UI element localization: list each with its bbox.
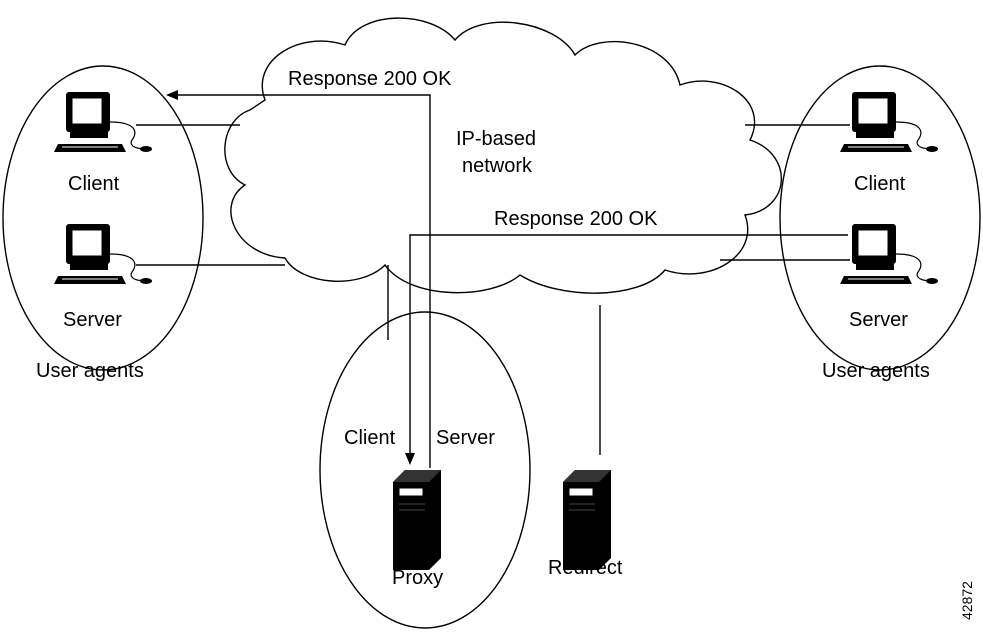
right-server-label: Server [849,309,908,331]
network-label-line1: IP-based [456,128,536,150]
right-response-label: Response 200 OK [494,208,658,230]
left-client-label: Client [68,173,120,195]
left-user-agents-label: User agents [36,360,144,382]
top-response-label: Response 200 OK [288,68,452,90]
left-server-computer-icon [53,223,153,285]
right-client-label: Client [854,173,906,195]
figure-id-label: 42872 [959,581,975,620]
right-user-agents-label: User agents [822,360,930,382]
redirect-name-label: Redirect [548,557,623,579]
proxy-server-label: Server [436,427,495,449]
right-server-computer-icon [839,223,939,285]
proxy-client-label: Client [344,427,396,449]
proxy-boundary [319,311,531,629]
cloud-network-icon [224,17,783,294]
right-client-computer-icon [839,91,939,153]
proxy-server-icon [392,469,442,571]
left-client-computer-icon [53,91,153,153]
right-response-arrow [405,234,848,465]
left-server-label: Server [63,309,122,331]
left-user-agents-boundary [2,65,204,371]
top-response-arrow [166,90,431,468]
network-label-line2: network [462,155,533,177]
redirect-server-icon [562,469,612,571]
proxy-name-label: Proxy [392,567,443,589]
right-user-agents-boundary [779,65,981,371]
